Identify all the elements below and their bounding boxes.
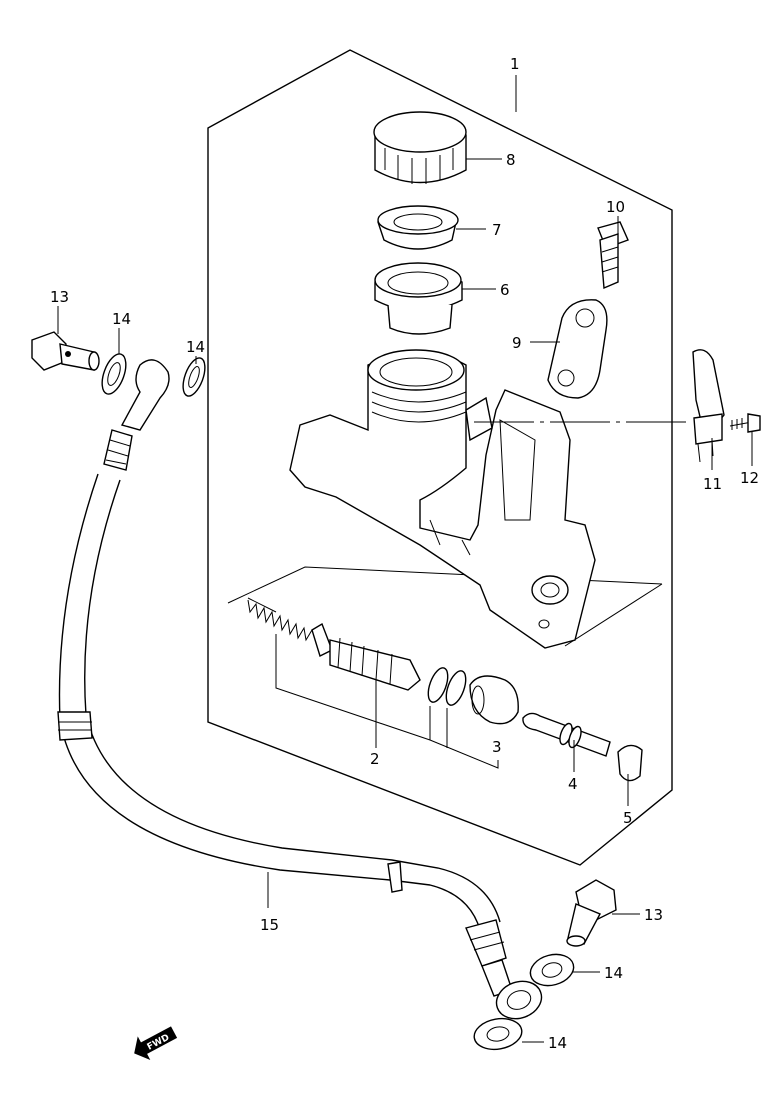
diaphragm-plate: [377, 205, 459, 250]
callout-4: 4: [568, 775, 578, 793]
callout-7: 7: [492, 221, 502, 239]
fwd-arrow-icon: FWD: [134, 1026, 178, 1060]
callout-labels: 1 8 7 6 10 9 11 12 2 3 4 5 13 14 14 15 1…: [50, 55, 759, 1052]
piston: [311, 622, 421, 691]
clutch-switch: [692, 349, 725, 463]
callout-14-upper-right: 14: [186, 338, 205, 356]
callout-14-lower-bottom: 14: [548, 1034, 567, 1052]
clutch-hose: [57, 359, 543, 1020]
callout-11: 11: [703, 475, 722, 493]
washer-upper-left: [101, 353, 127, 395]
callout-3: 3: [492, 738, 502, 756]
leader-lines: [57, 75, 753, 1043]
callout-2: 2: [370, 750, 380, 768]
callout-5: 5: [623, 809, 633, 827]
washer-lower-bottom: [473, 1017, 523, 1051]
bolt: [729, 413, 761, 433]
diaphragm: [374, 262, 463, 335]
master-cylinder-body: [289, 349, 596, 649]
callout-13-lower: 13: [644, 906, 663, 924]
reservoir-cap: [373, 111, 467, 184]
callout-14-lower-right: 14: [604, 964, 623, 982]
push-rod: [522, 712, 611, 757]
union-bolt-lower: [566, 879, 617, 947]
group-bracket: [275, 634, 499, 769]
callout-12: 12: [740, 469, 759, 487]
boot: [469, 675, 519, 725]
screw: [597, 221, 629, 290]
washer-upper-right: [182, 357, 206, 397]
callout-10: 10: [606, 198, 625, 216]
callout-9: 9: [512, 334, 522, 352]
callout-1: 1: [510, 55, 520, 73]
end-cap: [617, 744, 643, 782]
callout-8: 8: [506, 151, 516, 169]
union-bolt-upper: [31, 331, 100, 371]
callout-14-upper-left: 14: [112, 310, 131, 328]
holder-clamp: [547, 299, 608, 399]
assembly-boundary: [207, 49, 673, 866]
callout-6: 6: [500, 281, 510, 299]
seal-rings: [427, 667, 467, 706]
internal-parts-plane: [227, 566, 663, 647]
callout-15: 15: [260, 916, 279, 934]
washer-lower-right: [529, 953, 575, 987]
callout-13-upper: 13: [50, 288, 69, 306]
piston-spring: [247, 599, 313, 642]
